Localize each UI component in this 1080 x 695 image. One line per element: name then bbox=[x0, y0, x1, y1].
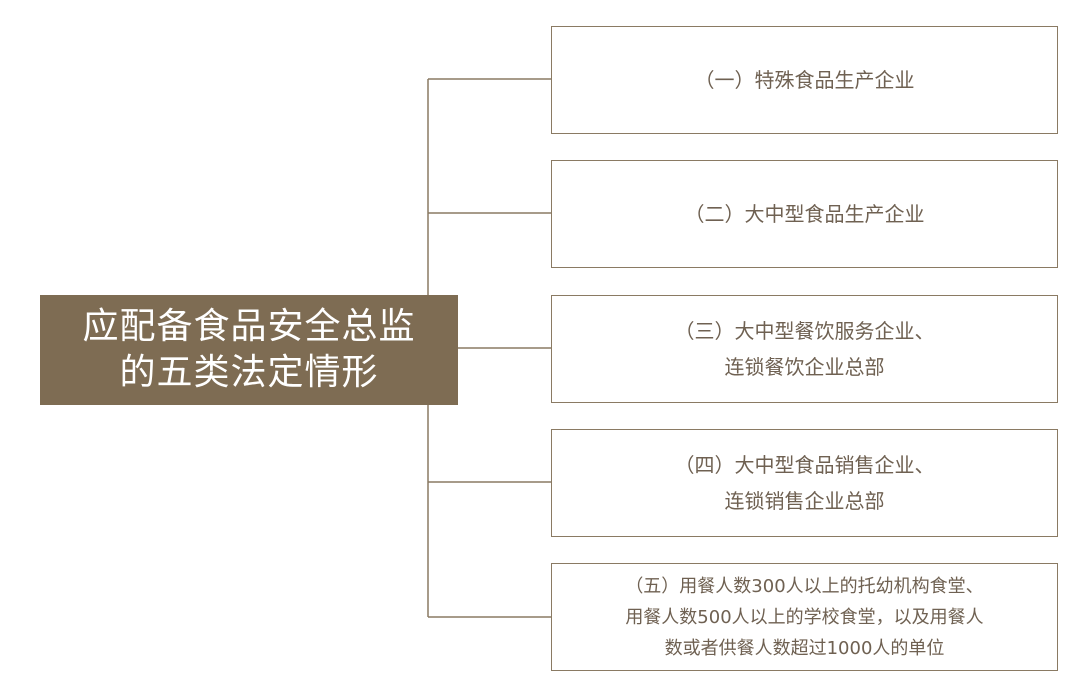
branch-node-1: （一）特殊食品生产企业 bbox=[551, 26, 1058, 134]
root-title-line-2: 的五类法定情形 bbox=[119, 352, 379, 393]
branch-3-text-line-2: 连锁餐饮企业总部 bbox=[724, 355, 885, 379]
branch-5-text-line-3: 数或者供餐人数超过1000人的单位 bbox=[664, 637, 945, 659]
branch-1-text: （一）特殊食品生产企业 bbox=[694, 68, 915, 92]
branch-node-4: （四）大中型食品销售企业、 连锁销售企业总部 bbox=[551, 429, 1058, 537]
branch-5-text-line-1: （五）用餐人数300人以上的托幼机构食堂、 bbox=[625, 575, 984, 597]
root-title-line-1: 应配备食品安全总监 bbox=[82, 306, 416, 347]
branch-node-5: （五）用餐人数300人以上的托幼机构食堂、 用餐人数500人以上的学校食堂，以及… bbox=[551, 563, 1058, 671]
branch-node-2: （二）大中型食品生产企业 bbox=[551, 160, 1058, 268]
branch-3-text-line-1: （三）大中型餐饮服务企业、 bbox=[674, 319, 935, 343]
branch-5-text-line-2: 用餐人数500人以上的学校食堂，以及用餐人 bbox=[625, 606, 984, 628]
branch-node-3: （三）大中型餐饮服务企业、 连锁餐饮企业总部 bbox=[551, 295, 1058, 403]
branch-2-text: （二）大中型食品生产企业 bbox=[684, 202, 925, 226]
root-node: 应配备食品安全总监 的五类法定情形 bbox=[40, 295, 458, 405]
branch-4-text-line-2: 连锁销售企业总部 bbox=[724, 489, 885, 513]
branch-4-text-line-1: （四）大中型食品销售企业、 bbox=[674, 453, 935, 477]
